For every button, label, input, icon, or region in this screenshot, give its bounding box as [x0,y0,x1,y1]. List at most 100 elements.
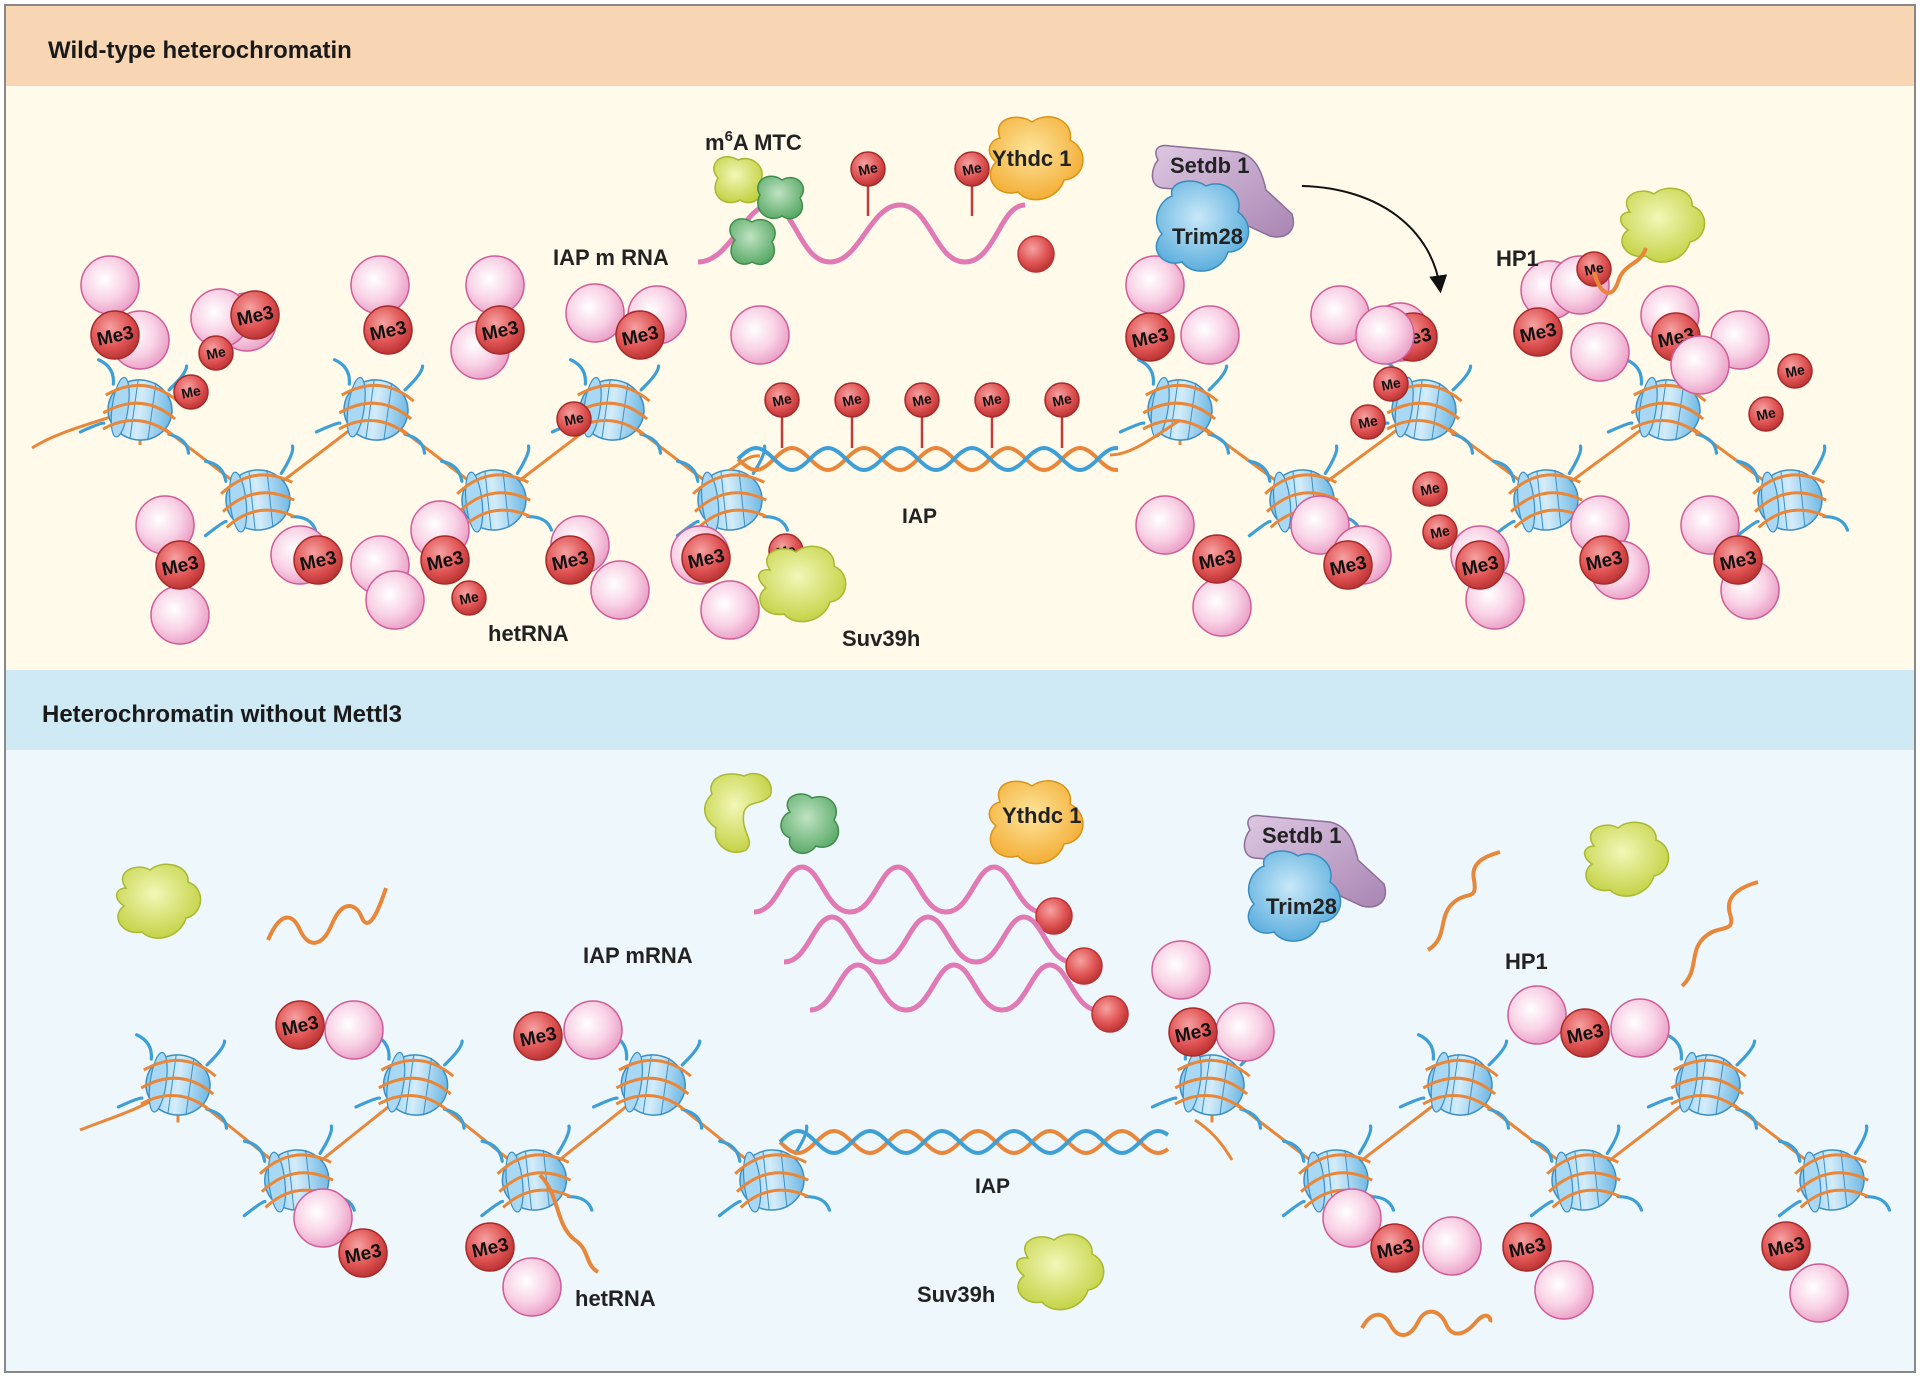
methyl-mark-icon: Me [1350,404,1386,440]
bottom-panel-title: Heterochromatin without Mettl3 [42,701,402,728]
trimethyl-mark-icon: Me3 [1579,535,1629,585]
mrna-cap [1035,897,1073,935]
nucleosome-icon [354,1033,466,1130]
methyl-mark-icon: Me [1044,382,1080,418]
bottom-iap-label: IAP [975,1175,1010,1198]
trimethyl-mark-icon: Me3 [545,535,595,585]
top-chromatin-right: Me3Me3Me3Me3Me3Me3Me3Me3Me3MeMeMeMeMeMeM… [1109,251,1850,637]
ythdc1-protein-icon: Ythdc 1 [988,780,1084,865]
methyl-mark-icon: Me [198,335,234,371]
nucleosome-icon [203,444,318,538]
svg-text:Me: Me [563,409,586,429]
nucleosome-icon [1398,1033,1511,1130]
hp1-protein-icon [1151,940,1211,1000]
nucleosome-icon [1606,358,1719,455]
setdb1-trim28-complex-icon: Setdb 1 Trim28 [1151,144,1295,272]
bottom-trim28-label: Trim28 [1266,894,1337,919]
trimethyl-mark-icon: Me3 [230,290,280,340]
hp1-protein-icon [1789,1263,1849,1323]
methyl-mark-icon: Me [1412,471,1448,507]
iap-dna-helix-icon [736,445,1119,473]
m6a-mtc-label: m6A MTC [705,128,802,155]
top-hp1-label: HP1 [1496,246,1539,271]
hp1-protein-icon [1583,821,1670,897]
top-iap-mrna-label: IAP m RNA [553,245,669,270]
trimethyl-mark-icon: Me3 [420,535,470,585]
svg-text:Me: Me [1429,522,1452,542]
svg-text:Me: Me [857,159,880,179]
methyl-mark-icon: Me [451,580,487,616]
nucleosome-icon [1777,1124,1892,1218]
m6a-mtc-complex-icon [713,156,805,265]
nucleosome-icon [1491,444,1606,538]
hp1-protein-icon [150,585,210,645]
top-setdb1-label: Setdb 1 [1170,153,1249,178]
hp1-protein-icon [1215,1002,1275,1062]
hp1-protein-icon [1422,1216,1482,1276]
hp1-protein-icon [1570,322,1630,382]
methyl-mark-icon: Me [1373,366,1409,402]
bottom-ythdc1-label: Ythdc 1 [1002,803,1081,828]
hp1-protein-icon [1290,495,1350,555]
nucleosome-icon [439,444,554,538]
svg-text:Me: Me [771,390,794,410]
hp1-protein-icon [1180,305,1240,365]
trimethyl-mark-icon: Me3 [1455,540,1505,590]
top-panel-title: Wild-type heterochromatin [48,37,352,64]
hp1-protein-icon [324,1000,384,1060]
nucleosome-icon [1150,1033,1263,1130]
nucleosome-icon [1529,1124,1644,1218]
hp1-protein-icon [590,560,650,620]
bottom-panel-header [6,670,1914,750]
iap-dna-helix-icon [778,1128,1170,1156]
methyl-mark-icon: Me [850,151,886,187]
trimethyl-mark-icon: Me3 [1513,307,1563,357]
methyl-mark-icon: Me [974,382,1010,418]
hp1-protein-icon [1507,985,1567,1045]
mrna-cap [1091,995,1129,1033]
mrna-cap [1065,947,1103,985]
trimethyl-mark-icon: Me3 [1125,312,1175,362]
methyl-mark-icon: Me [1576,251,1612,287]
ythdc1-protein-icon: Ythdc 1 [988,116,1084,201]
trimethyl-mark-icon: Me3 [513,1011,563,1061]
nucleosome-icon [717,1124,832,1218]
svg-text:Me: Me [1583,259,1606,279]
svg-text:Me: Me [1051,390,1074,410]
hp1-protein-icon [1670,335,1730,395]
hetrna-strand-icon [1680,880,1759,988]
nucleosome-icon [78,358,191,455]
iap-mrna-icon [753,864,1129,1033]
svg-text:Me: Me [1755,404,1778,424]
nucleosome-icon [1735,444,1850,538]
trimethyl-mark-icon: Me3 [681,533,731,583]
mrna-cap [1017,235,1055,273]
trimethyl-mark-icon: Me3 [1323,540,1373,590]
recruitment-arrow-icon [1301,185,1448,294]
nucleosome-icon [1118,358,1231,455]
trimethyl-mark-icon: Me3 [615,310,665,360]
hp1-protein-icon [350,255,410,315]
svg-text:Me: Me [1784,361,1807,381]
top-panel-header [6,6,1914,86]
svg-text:Me: Me [458,588,481,608]
hp1-protein-icon [80,255,140,315]
hp1-protein-icon [1125,255,1185,315]
svg-text:Me: Me [1357,412,1380,432]
trimethyl-mark-icon: Me3 [475,305,525,355]
hp1-protein-icon [565,283,625,343]
hetrna-strand-icon [1426,850,1501,952]
methyl-mark-icon: Me [904,382,940,418]
top-trim28-label: Trim28 [1172,224,1243,249]
top-hetrna-label: hetRNA [488,621,569,646]
top-ythdc1-label: Ythdc 1 [992,146,1071,171]
trimethyl-mark-icon: Me3 [338,1228,388,1278]
hp1-protein-icon [700,580,760,640]
svg-text:Me: Me [205,343,228,363]
